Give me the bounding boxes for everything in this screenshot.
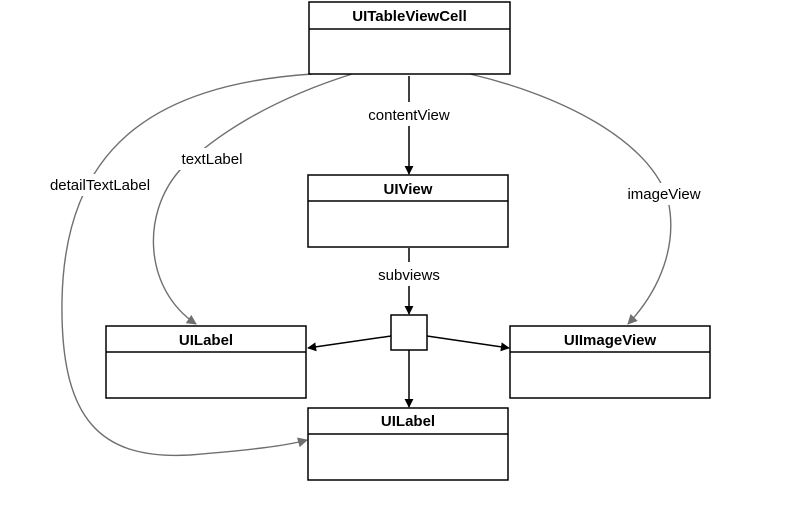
- edge-junction-to-left-label: [307, 335, 392, 352]
- node-uilabel-left: UILabel: [105, 325, 307, 399]
- edge-label-image-view: imageView: [627, 186, 700, 203]
- edge-label-text-label: textLabel: [182, 151, 243, 168]
- node-uilabel-bottom: UILabel: [307, 407, 509, 481]
- node-uitableviewcell: UITableViewCell: [308, 1, 511, 75]
- node-uiimageview: UIImageView: [509, 325, 711, 399]
- edge-junction-to-image-view: [426, 335, 510, 352]
- node-uitableviewcell-title: UITableViewCell: [352, 8, 467, 25]
- edge-label-subviews: subviews: [378, 267, 440, 284]
- edge-label-content-view: contentView: [368, 107, 450, 124]
- node-uiview: UIView: [307, 174, 509, 248]
- node-uilabel-bottom-title: UILabel: [381, 413, 435, 430]
- node-uilabel-left-title: UILabel: [179, 332, 233, 349]
- edge-detail-text-label: [61, 73, 313, 457]
- edge-label-detail-text-label: detailTextLabel: [50, 177, 150, 194]
- subviews-junction: [390, 314, 428, 351]
- node-uiview-title: UIView: [384, 181, 433, 198]
- node-uiimageview-title: UIImageView: [564, 332, 657, 349]
